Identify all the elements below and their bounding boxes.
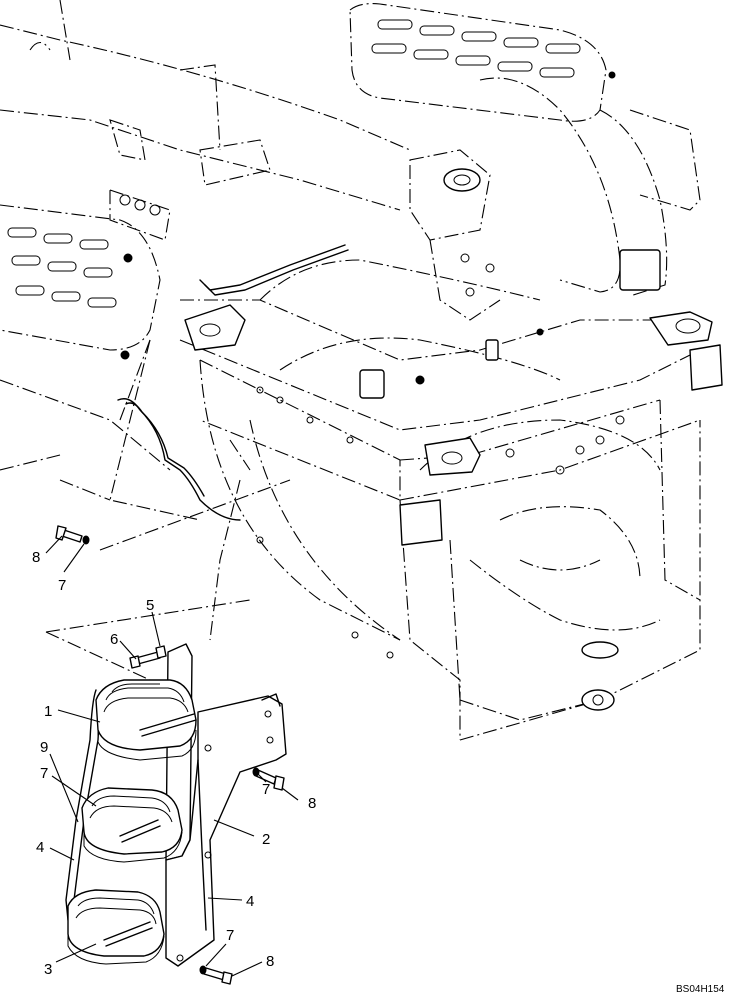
middle-step-tread	[81, 787, 183, 863]
washer-7-right	[252, 767, 260, 777]
callout-4-right: 4	[246, 893, 254, 910]
leader-lines	[45, 535, 299, 977]
callout-8-right: 8	[308, 795, 316, 812]
callout-5: 5	[146, 597, 154, 614]
figure-id: BS04H154	[676, 984, 725, 995]
callout-8-top: 8	[32, 549, 40, 566]
hose-routing	[117, 244, 349, 521]
bolt-6	[129, 651, 161, 669]
nut-5	[155, 645, 167, 659]
fender-slots	[371, 19, 581, 78]
callout-7-left: 7	[40, 765, 48, 782]
fasteners	[55, 525, 285, 985]
callout-6: 6	[110, 631, 118, 648]
frame-mounts	[184, 304, 723, 711]
step-assembly	[55, 525, 287, 985]
left-fender	[0, 204, 171, 471]
step-mount-phantom	[45, 479, 291, 681]
callout-4-left: 4	[36, 839, 44, 856]
bolt-8-top	[55, 525, 83, 543]
callout-2: 2	[262, 831, 270, 848]
bottom-step-tread	[67, 889, 165, 965]
callout-8-bottom: 8	[266, 953, 274, 970]
callout-3: 3	[44, 961, 52, 978]
callout-labels: 8 7 5 6 1 9 7 4 3 7 8 2 4 7 8	[32, 549, 316, 978]
left-fender-slots	[7, 227, 117, 308]
callout-7-bottom: 7	[226, 927, 234, 944]
machine-frame	[0, 0, 723, 741]
upper-frame-rail	[0, 0, 411, 360]
callout-1: 1	[44, 703, 52, 720]
callout-7-right: 7	[262, 781, 270, 798]
rear-tower	[409, 149, 501, 321]
main-frame	[59, 259, 701, 741]
right-fender	[349, 3, 701, 297]
bolt-8-bottom	[203, 967, 233, 985]
callout-7-top: 7	[58, 577, 66, 594]
top-step-tread	[95, 679, 197, 761]
washer-7-top	[82, 535, 90, 545]
callout-9: 9	[40, 739, 48, 756]
washer-7-bottom	[199, 965, 207, 975]
